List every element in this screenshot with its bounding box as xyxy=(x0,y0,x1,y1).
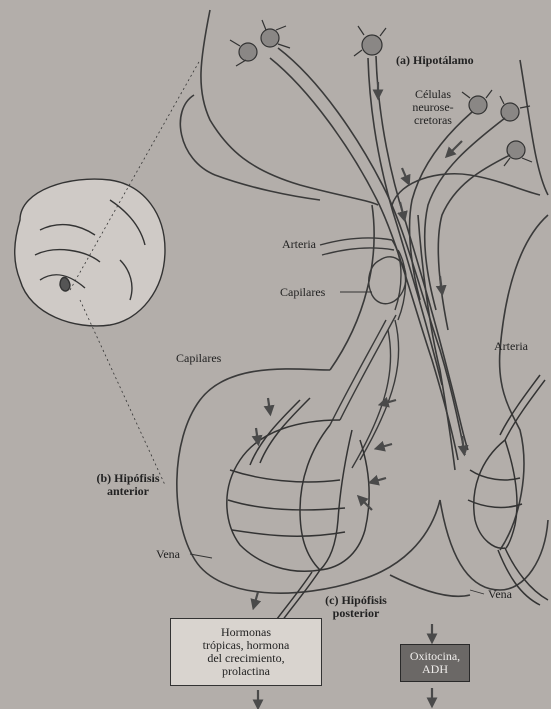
label-hypothalamus: (a) Hipotálamo xyxy=(396,54,474,67)
anterior-hormones-line-3: del crecimiento, xyxy=(207,651,284,665)
posterior-hormones-text: Oxitocina, ADH xyxy=(410,650,460,676)
anterior-hormones-box: Hormonas trópicas, hormona del crecimien… xyxy=(170,618,322,686)
label-neurosecretory-cells: Células neurose- cretoras xyxy=(398,88,468,127)
neurosecretory-cells-left xyxy=(230,20,290,66)
label-artery-right: Arteria xyxy=(494,340,528,353)
label-capillaries-upper: Capilares xyxy=(280,286,325,299)
posterior-capillaries xyxy=(468,375,548,605)
label-artery-left: Arteria xyxy=(282,238,316,251)
neurosecretory-cells-right xyxy=(462,90,532,166)
brain-inset xyxy=(15,60,200,485)
label-posterior-pituitary: (c) Hipófisis posterior xyxy=(314,594,398,620)
portal-vessels xyxy=(320,238,406,468)
neurosecretory-cell-top xyxy=(354,26,386,56)
anterior-hormones-line-4: prolactina xyxy=(222,664,270,678)
label-posterior-pituitary-line-2: posterior xyxy=(314,607,398,620)
label-vein-left: Vena xyxy=(156,548,180,561)
posterior-hormones-box: Oxitocina, ADH xyxy=(400,644,470,682)
leader-lines xyxy=(190,292,484,594)
label-anterior-pituitary: (b) Hipófisis anterior xyxy=(76,472,180,498)
label-anterior-pituitary-line-2: anterior xyxy=(76,485,180,498)
anterior-hormones-text: Hormonas trópicas, hormona del crecimien… xyxy=(203,626,290,678)
label-capillaries-lower: Capilares xyxy=(176,352,221,365)
label-vein-right: Vena xyxy=(488,588,512,601)
label-neurosecretory-cells-line-3: cretoras xyxy=(398,114,468,127)
anterior-hormones-line-2: trópicas, hormona xyxy=(203,638,290,652)
posterior-hormones-line-2: ADH xyxy=(422,662,448,676)
anterior-hormones-line-1: Hormonas xyxy=(221,625,271,639)
posterior-hormones-line-1: Oxitocina, xyxy=(410,649,460,663)
